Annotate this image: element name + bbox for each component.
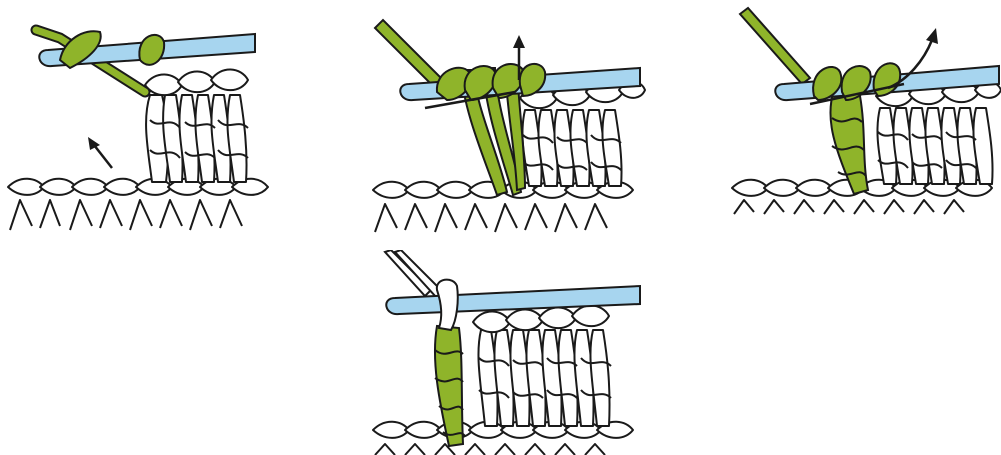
stitch-columns: [146, 95, 248, 182]
step-3-illustration: [728, 0, 1001, 240]
foundation-chain: [8, 179, 268, 230]
step-1-panel: [0, 0, 270, 240]
working-yarn: [740, 8, 868, 194]
yarn-strand-icon: [385, 250, 443, 298]
stitch-columns: [522, 110, 621, 186]
step-1-illustration: [0, 0, 270, 240]
top-chain: [145, 69, 248, 95]
step-2-panel: [365, 0, 650, 240]
direction-arrow-icon: [88, 137, 112, 168]
step-4-illustration: [365, 250, 650, 455]
step-2-illustration: [365, 0, 650, 240]
stitch-columns: [877, 108, 992, 184]
step-3-panel: [728, 0, 1001, 240]
yarn-loop-icon: [437, 280, 458, 330]
working-yarn: [375, 20, 525, 195]
step-4-panel: [365, 250, 650, 455]
stitch-columns: [478, 330, 611, 426]
